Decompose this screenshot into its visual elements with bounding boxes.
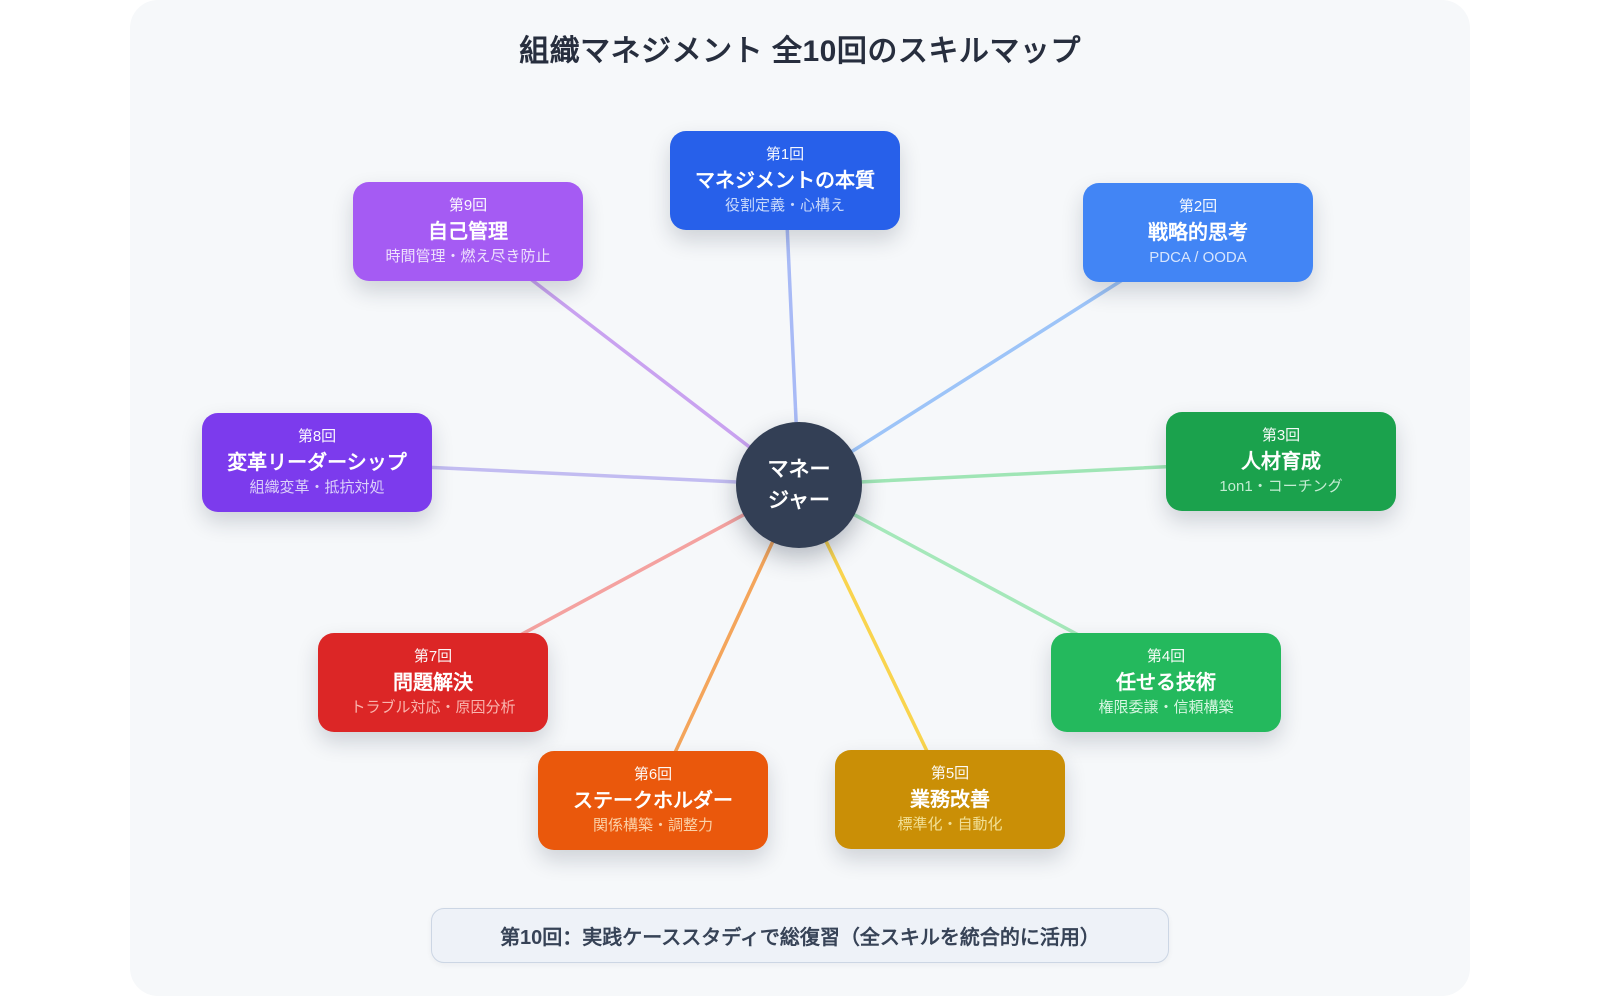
session-subtitle: 時間管理・燃え尽き防止 — [385, 247, 551, 265]
session-card-3: 第3回 人材育成 1on1・コーチング — [1166, 412, 1396, 511]
session-round-label: 第4回 — [1146, 647, 1186, 665]
session-title: 人材育成 — [1241, 450, 1321, 473]
session-10-summary-bar: 第10回：実践ケーススタディで総復習（全スキルを統合的に活用） — [431, 908, 1169, 963]
session-subtitle: 標準化・自動化 — [897, 815, 1003, 833]
session-title: 任せる技術 — [1116, 671, 1216, 694]
session-title: 自己管理 — [428, 220, 508, 243]
hub-label-line2: ジャー — [768, 489, 830, 512]
session-round-label: 第5回 — [930, 764, 970, 782]
session-round-label: 第3回 — [1261, 426, 1301, 444]
session-card-1: 第1回 マネジメントの本質 役割定義・心構え — [670, 131, 900, 230]
session-title: ステークホルダー — [573, 789, 733, 812]
session-card-5: 第5回 業務改善 標準化・自動化 — [835, 750, 1065, 849]
session-card-4: 第4回 任せる技術 権限委譲・信頼構築 — [1051, 633, 1281, 732]
session-round-label: 第7回 — [413, 647, 453, 665]
session-subtitle: 関係構築・調整力 — [592, 816, 713, 834]
session-subtitle: PDCA / OODA — [1149, 248, 1247, 266]
manager-hub-node: マネー ジャー — [736, 422, 862, 548]
session-round-label: 第9回 — [448, 196, 488, 214]
session-title: 問題解決 — [393, 671, 473, 694]
session-round-label: 第1回 — [765, 145, 805, 163]
session-title: 戦略的思考 — [1148, 221, 1248, 244]
session-card-8: 第8回 変革リーダーシップ 組織変革・抵抗対処 — [202, 413, 432, 512]
session-subtitle: 組織変革・抵抗対処 — [249, 478, 385, 496]
session-10-summary-label: 第10回：実践ケーススタディで総復習（全スキルを統合的に活用） — [500, 927, 1100, 949]
session-round-label: 第8回 — [297, 427, 337, 445]
session-title: マネジメントの本質 — [695, 169, 875, 192]
session-round-label: 第6回 — [633, 765, 673, 783]
session-title: 業務改善 — [910, 788, 990, 811]
page-title: 組織マネジメント 全10回のスキルマップ — [519, 35, 1081, 68]
session-card-6: 第6回 ステークホルダー 関係構築・調整力 — [538, 751, 768, 850]
session-title: 変革リーダーシップ — [227, 451, 407, 474]
session-round-label: 第2回 — [1178, 197, 1218, 215]
session-card-7: 第7回 問題解決 トラブル対応・原因分析 — [318, 633, 548, 732]
session-subtitle: トラブル対応・原因分析 — [350, 698, 516, 716]
session-card-9: 第9回 自己管理 時間管理・燃え尽き防止 — [353, 182, 583, 281]
session-subtitle: 役割定義・心構え — [724, 196, 845, 214]
session-subtitle: 1on1・コーチング — [1219, 477, 1343, 495]
hub-label-line1: マネー — [767, 457, 831, 481]
session-subtitle: 権限委譲・信頼構築 — [1098, 698, 1234, 716]
session-card-2: 第2回 戦略的思考 PDCA / OODA — [1083, 183, 1313, 282]
